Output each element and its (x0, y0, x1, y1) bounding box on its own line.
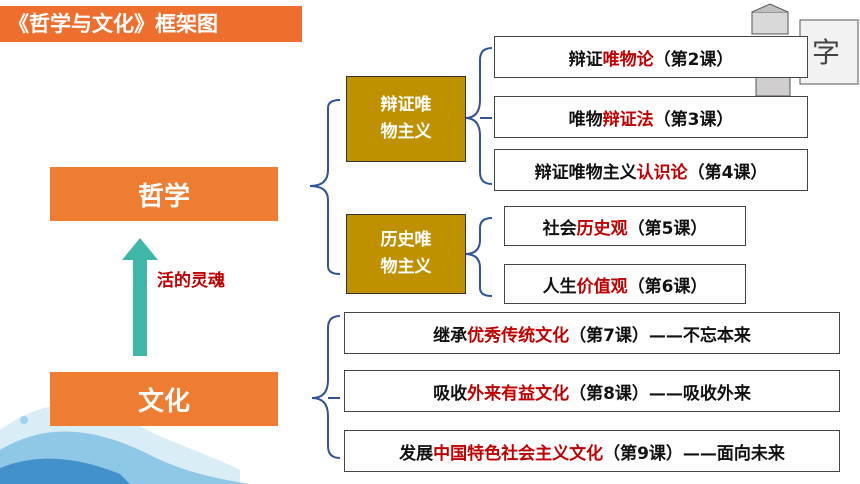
group-label-line-2: 物主义 (380, 257, 432, 277)
course-highlight: 优秀传统文化 (467, 325, 570, 346)
course-box-lesson-6: 人生价值观（第6课） (504, 264, 746, 304)
dialectical-materialism-box: 辩证唯 物主义 (346, 76, 466, 162)
course-suffix: （第2课） (653, 49, 734, 70)
course-suffix: （第7课）——不忘本来 (569, 325, 751, 346)
svg-text:字: 字 (812, 36, 840, 69)
historical-materialism-box: 历史唯 物主义 (346, 214, 466, 294)
course-prefix: 社会 (542, 218, 577, 239)
course-box-lesson-7: 继承优秀传统文化（第7课）——不忘本来 (344, 312, 840, 354)
course-suffix: （第9课）——面向未来 (603, 443, 785, 464)
arrow-label: 活的灵魂 (157, 271, 225, 291)
course-prefix: 继承 (433, 325, 468, 346)
course-highlight: 外来有益文化 (467, 383, 570, 404)
course-highlight: 唯物论 (602, 49, 654, 70)
philosophy-label: 哲学 (137, 181, 190, 212)
course-suffix: （第3课） (653, 109, 734, 130)
course-box-lesson-3: 唯物辩证法（第3课） (494, 96, 808, 138)
course-box-lesson-4: 辩证唯物主义认识论（第4课） (494, 149, 808, 191)
culture-label: 文化 (137, 386, 190, 417)
group-label-line-1: 辩证唯 (380, 95, 432, 115)
course-box-lesson-5: 社会历史观（第5课） (504, 206, 746, 246)
course-suffix: （第4课） (687, 162, 768, 183)
course-prefix: 吸收 (433, 383, 468, 404)
course-box-lesson-9: 发展中国特色社会主义文化（第9课）——面向未来 (344, 430, 840, 472)
course-box-lesson-8: 吸收外来有益文化（第8课）——吸收外来 (344, 370, 840, 412)
group-label-line-2: 物主义 (380, 122, 432, 142)
course-prefix: 辩证唯物主义 (534, 162, 637, 183)
course-highlight: 历史观 (576, 218, 628, 239)
course-suffix: （第5课） (627, 218, 708, 239)
course-highlight: 认识论 (636, 162, 688, 183)
course-box-lesson-2: 辩证唯物论（第2课） (494, 36, 808, 78)
course-highlight: 辩证法 (602, 109, 654, 130)
course-prefix: 发展 (399, 443, 434, 464)
group-label-line-1: 历史唯 (380, 230, 432, 250)
course-prefix: 辩证 (568, 49, 603, 70)
course-highlight: 中国特色社会主义文化 (433, 443, 604, 464)
philosophy-box: 哲学 (50, 167, 278, 221)
page-title: 《哲学与文化》框架图 (0, 6, 302, 42)
culture-box: 文化 (50, 372, 278, 426)
course-prefix: 人生 (542, 276, 577, 297)
up-arrow (122, 238, 158, 356)
course-prefix: 唯物 (568, 109, 603, 130)
course-highlight: 价值观 (576, 276, 628, 297)
course-suffix: （第8课）——吸收外来 (569, 383, 751, 404)
course-suffix: （第6课） (627, 276, 708, 297)
